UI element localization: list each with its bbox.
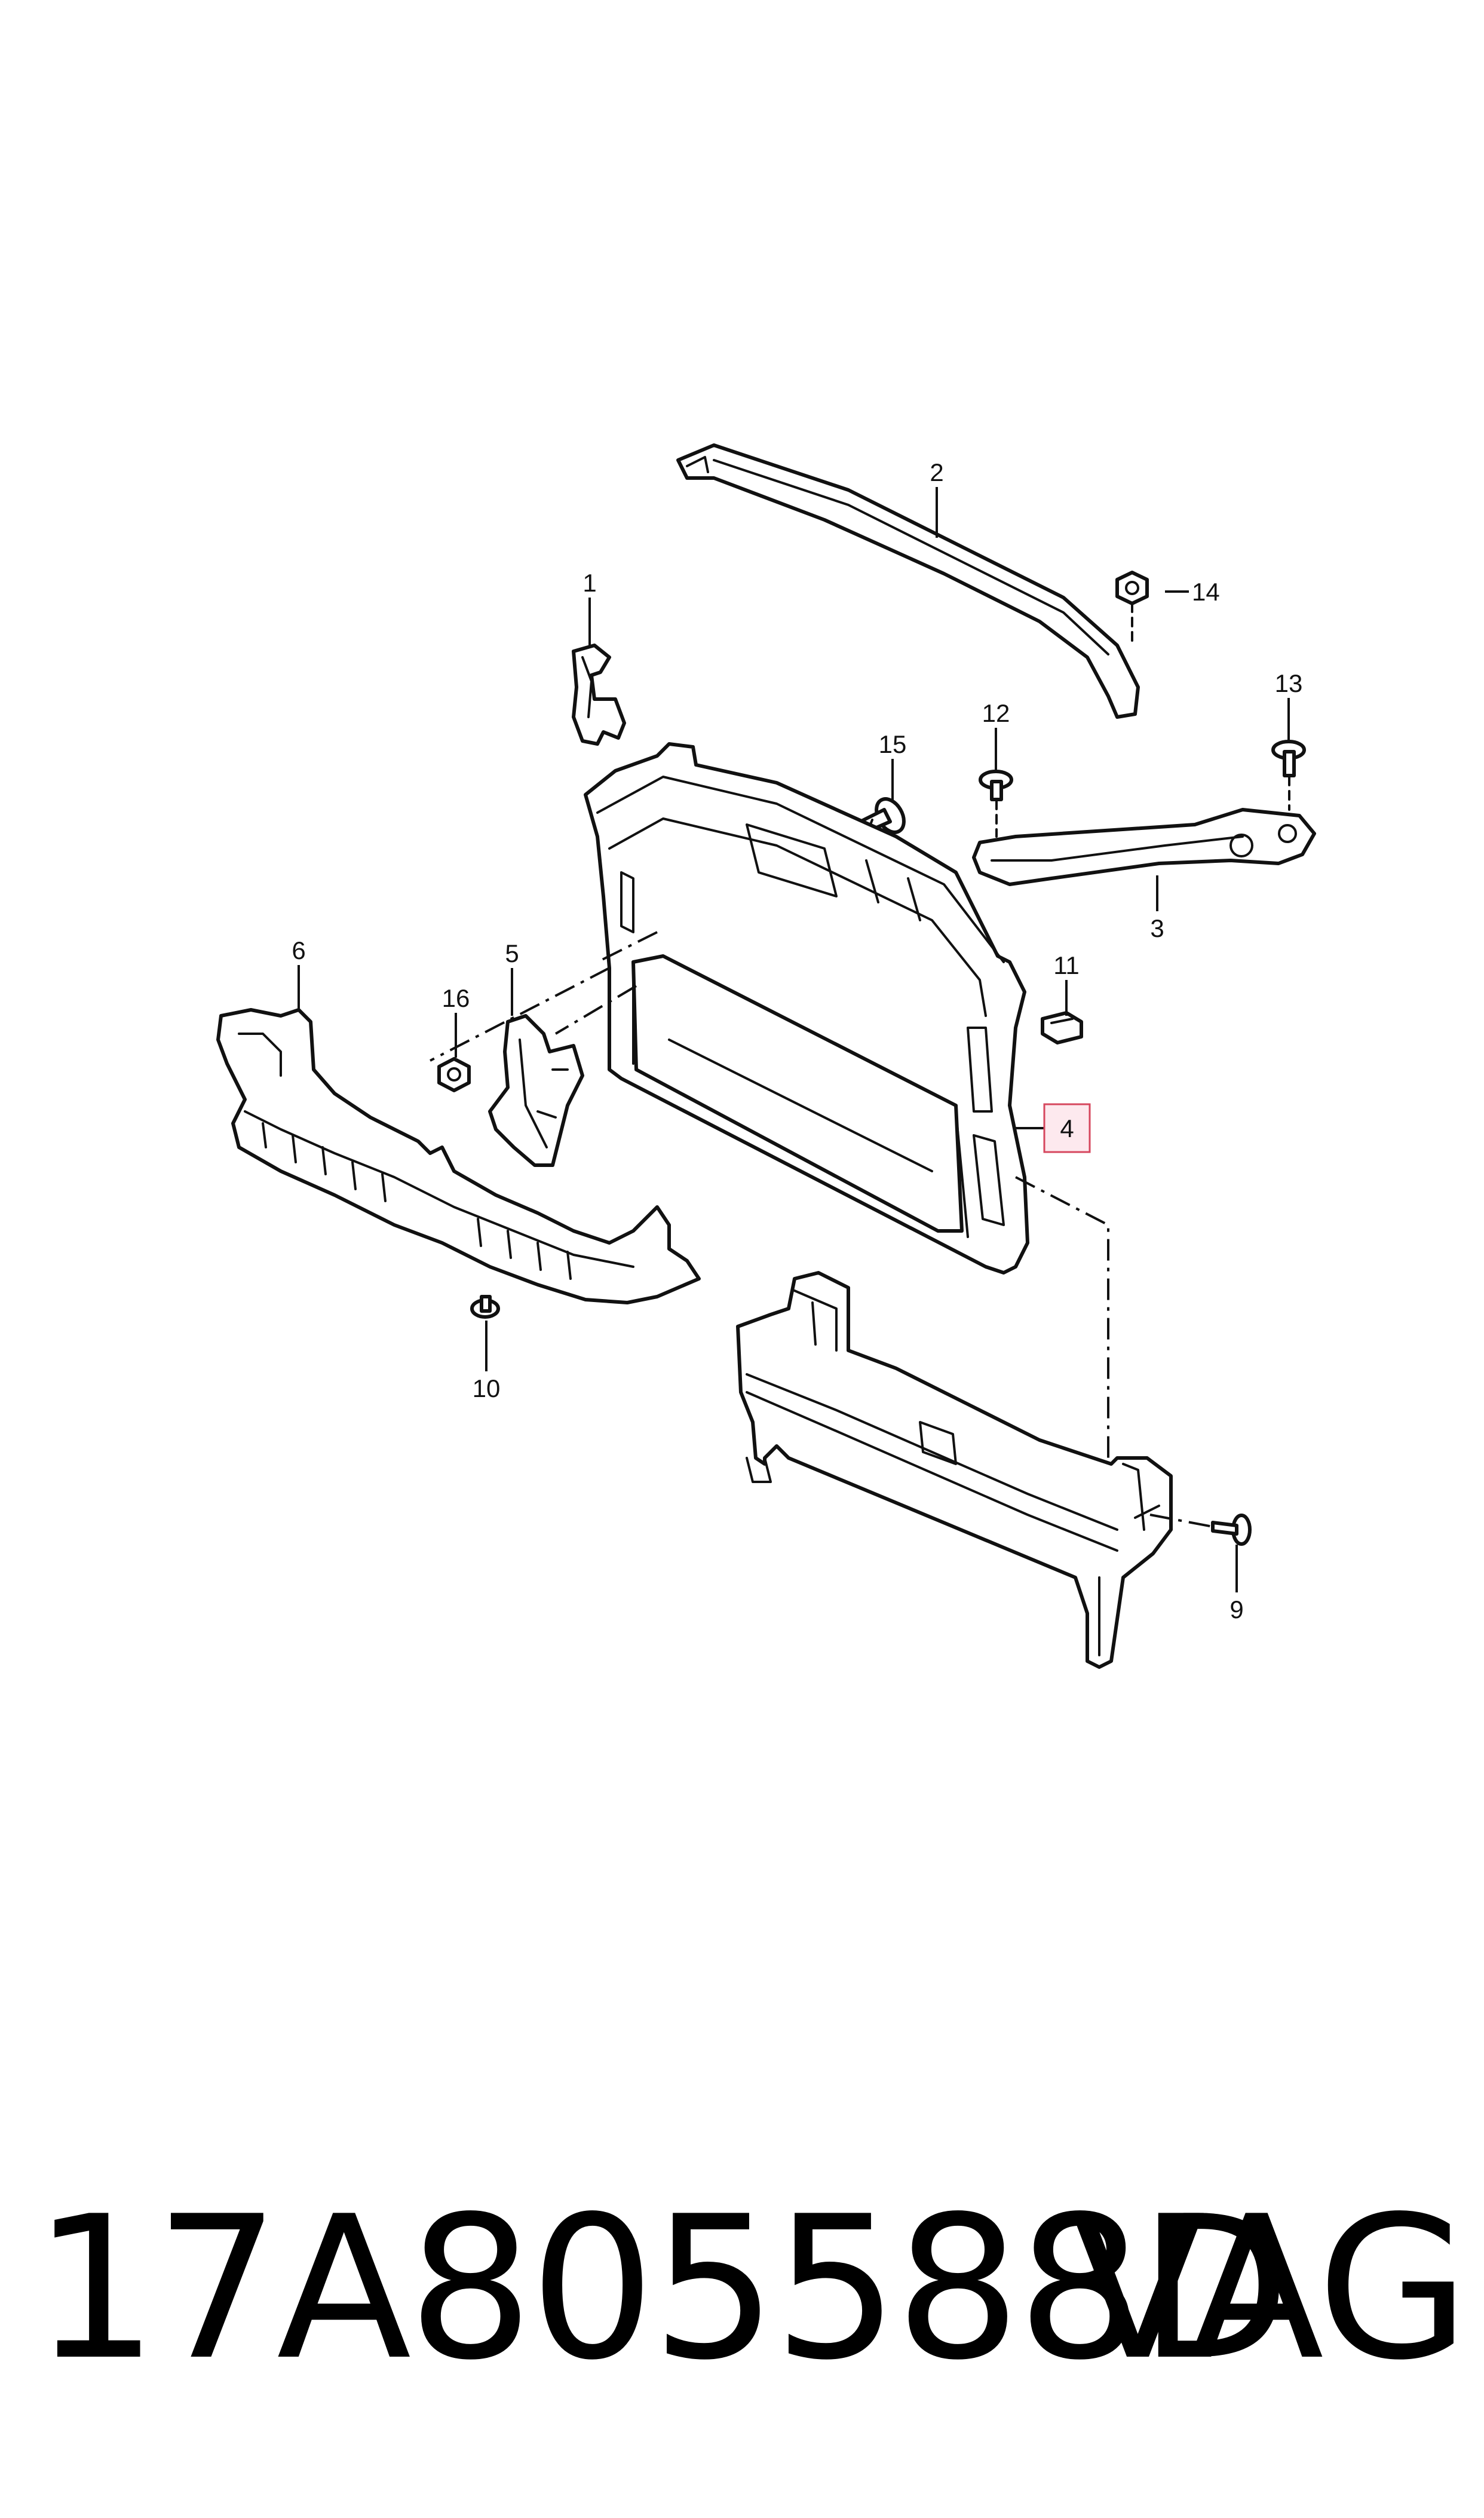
parts-diagram: 1 2 14 12 13 15 3 11 4 6 5 16 10 9: [216, 443, 1316, 1669]
part-13-screw: [1271, 740, 1306, 811]
callout-5: 5: [505, 939, 519, 967]
leader-lines: [298, 487, 1290, 1592]
callout-16: 16: [442, 984, 470, 1012]
part-4-radiator-support: [584, 742, 1029, 1275]
callout-1: 1: [582, 569, 596, 597]
part-12-screw: [979, 770, 1013, 838]
brand-label: VAG: [1070, 2174, 1470, 2403]
callout-4: 4: [1060, 1114, 1074, 1142]
part-2-upper-strut: [676, 443, 1140, 719]
callout-9: 9: [1229, 1595, 1243, 1623]
part-1-bracket: [572, 644, 626, 746]
callout-13: 13: [1275, 669, 1303, 697]
part-11-clip: [1041, 1011, 1083, 1044]
part-10-screw: [470, 1295, 500, 1319]
assembly-lines: [430, 931, 1213, 1528]
callout-11: 11: [1053, 951, 1080, 979]
part-14-nut: [1115, 571, 1149, 647]
callout-2: 2: [930, 458, 943, 486]
callout-15: 15: [879, 730, 907, 758]
part-3-side-bracket: [972, 808, 1316, 886]
callout-14: 14: [1192, 578, 1220, 606]
callout-10: 10: [473, 1374, 501, 1402]
part-5-lateral-bracket: [488, 1014, 584, 1167]
callout-12: 12: [982, 699, 1010, 727]
impact-beam: [736, 1271, 1173, 1669]
part-number: 17A805588D: [33, 2174, 1291, 2403]
highlight-box-4: [1043, 1103, 1091, 1153]
callout-3: 3: [1150, 914, 1164, 942]
part-6-lower-guide: [216, 1008, 701, 1304]
callout-6: 6: [292, 936, 305, 964]
part-9-screw: [1211, 1514, 1252, 1546]
callouts: 1 2 14 12 13 15 3 11 4 6 5 16 10 9: [292, 458, 1302, 1623]
part-16-nut: [437, 1057, 471, 1092]
